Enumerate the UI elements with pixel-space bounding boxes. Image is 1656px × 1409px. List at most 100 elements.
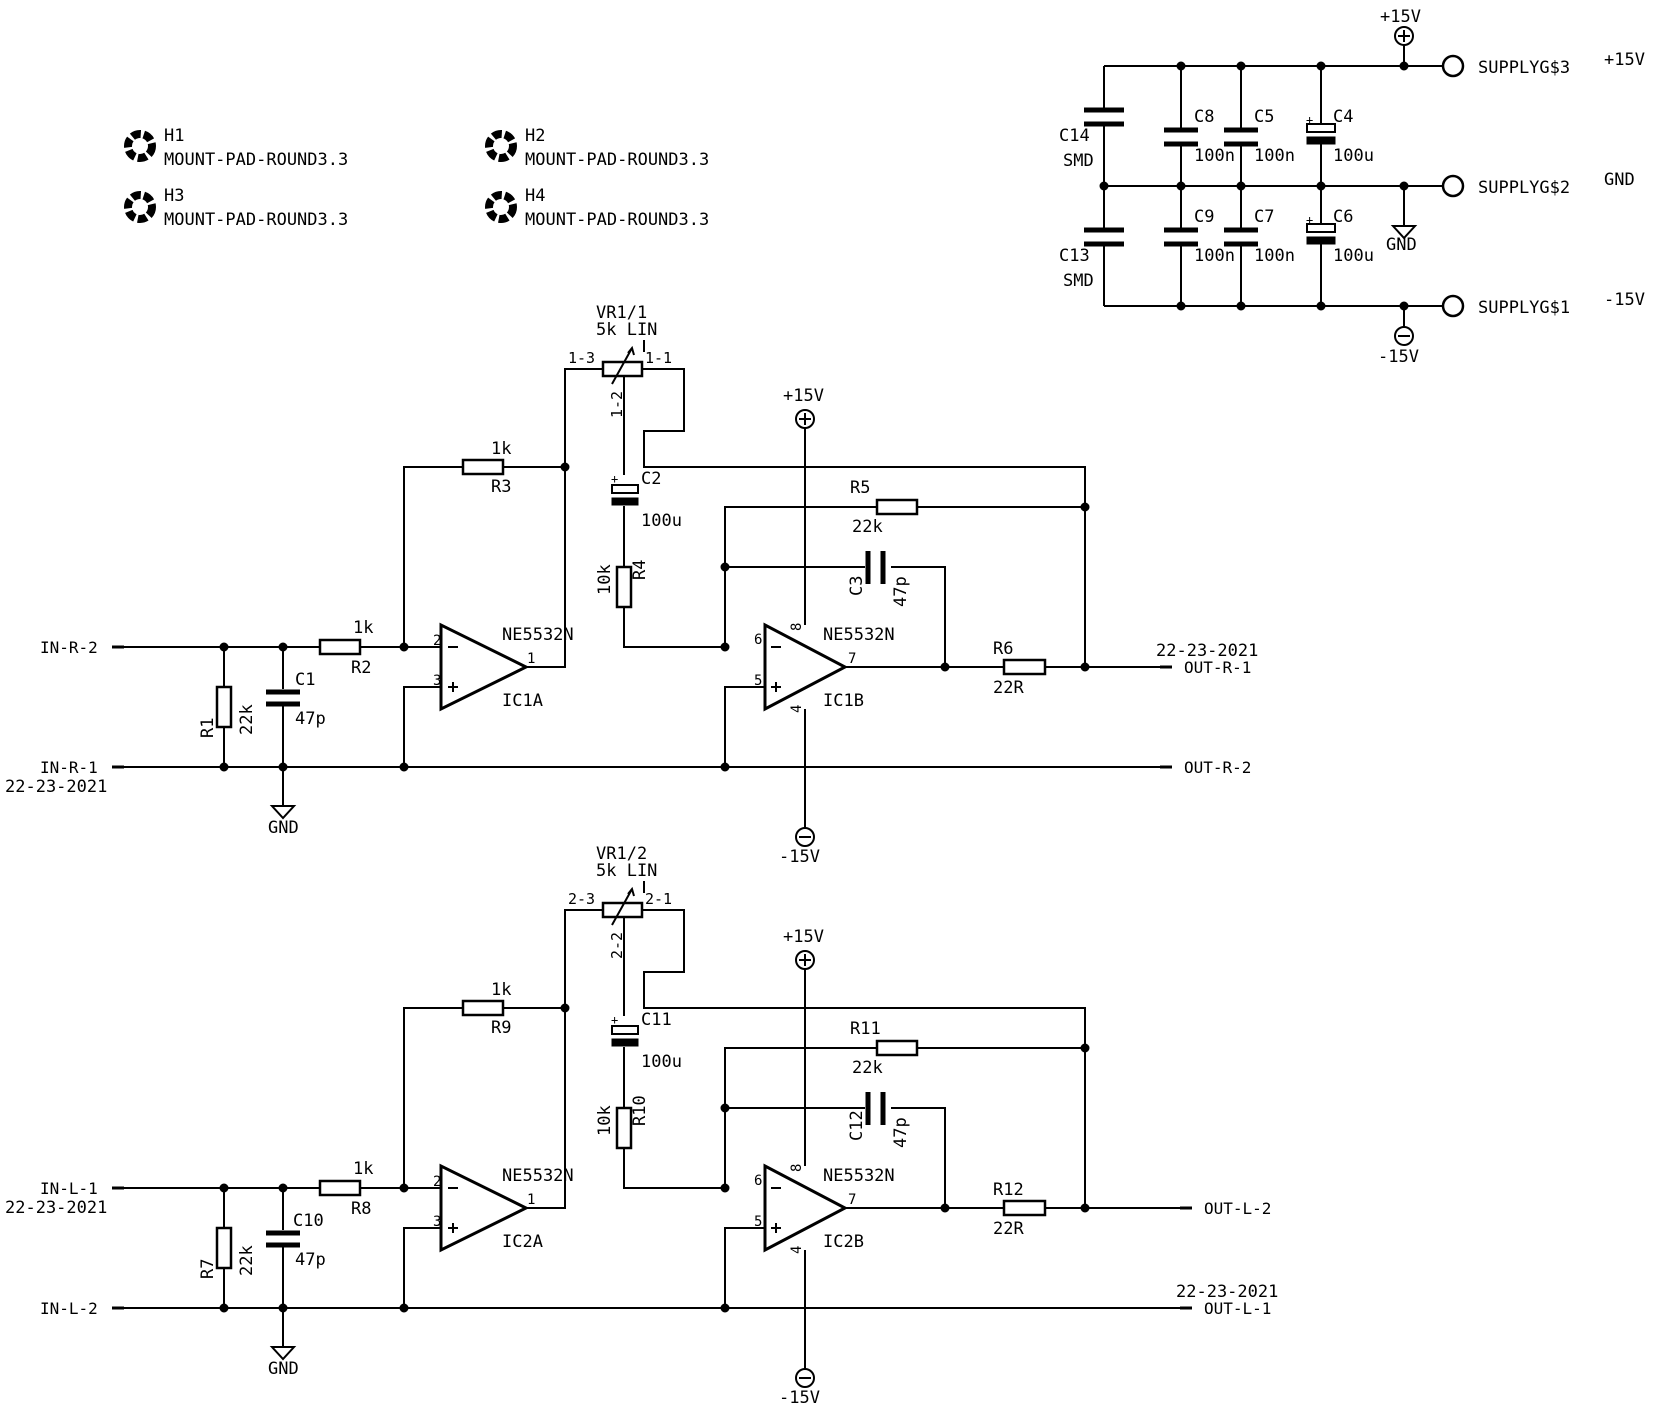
- vr-pin: 1-3: [568, 349, 595, 367]
- c13-plate: [1084, 227, 1124, 247]
- ref-label: R8: [351, 1199, 371, 1219]
- pad-value: MOUNT-PAD-ROUND3.3: [525, 210, 709, 230]
- value-label: 47p: [891, 576, 911, 607]
- value-label: 100u: [1333, 246, 1374, 266]
- junctions: [219, 1003, 1090, 1313]
- c8-plate: [1164, 127, 1198, 147]
- pin-number: 6: [754, 1173, 762, 1189]
- value-label: 1k: [353, 1159, 373, 1179]
- pin-number: 2: [433, 633, 441, 649]
- c1-plate: [266, 689, 300, 707]
- mount-pad-h2: H2 MOUNT-PAD-ROUND3.3: [485, 126, 709, 170]
- vr-ref: VR1/1: [596, 303, 647, 323]
- wire: [642, 909, 1086, 1208]
- ref-label: C12: [847, 1110, 867, 1141]
- ref-label: C1: [295, 670, 315, 690]
- value-label: 22R: [993, 1219, 1024, 1239]
- port-in-top: IN-L-1: [40, 1179, 98, 1198]
- plus-supply-icon: [795, 409, 815, 429]
- mount-pad-h3: H3 MOUNT-PAD-ROUND3.3: [124, 186, 348, 230]
- supply-label: +15V: [783, 927, 824, 947]
- wire: [724, 686, 765, 767]
- supply-gnd-label: GND: [1386, 235, 1417, 255]
- mount-pad-icon: [124, 130, 156, 162]
- pad-value: MOUNT-PAD-ROUND3.3: [164, 210, 348, 230]
- c10-plate: [266, 1230, 300, 1248]
- vr-pin: 2-2: [608, 932, 626, 959]
- c11-body: [611, 1025, 639, 1035]
- connector-supply3: [1441, 54, 1465, 78]
- supply-label: -15V: [779, 1388, 820, 1408]
- port-sheet-ref: 22-23-2021: [5, 777, 107, 797]
- supply-junctions: [1099, 61, 1409, 311]
- vr-value: 5k LIN: [596, 861, 657, 881]
- r12-body: [1002, 1199, 1047, 1217]
- junctions: [219, 462, 1090, 772]
- pad-ref: H3: [164, 186, 184, 206]
- channel-right: VR1/1 5k LIN 1-3 1-1 1-2 R3 1k C2 100u +…: [5, 303, 1258, 867]
- wire: [623, 369, 1085, 667]
- minus-supply-icon: [795, 1368, 815, 1388]
- port-in-bot: IN-R-1: [40, 758, 98, 777]
- connector-supply2: [1441, 174, 1465, 198]
- r3-body: [461, 458, 505, 476]
- pad-ref: H4: [525, 186, 545, 206]
- ref-label: R12: [993, 1180, 1024, 1200]
- connector-supply1: [1441, 294, 1465, 318]
- c4-plus-mark: +: [1306, 113, 1313, 127]
- ref-label: C14: [1059, 126, 1090, 146]
- ref-label: R11: [850, 1019, 881, 1039]
- r4-body: [615, 565, 633, 609]
- minus-supply-icon: [795, 827, 815, 847]
- value-label: SMD: [1063, 271, 1094, 291]
- opamp-part: NE5532N: [502, 1166, 574, 1186]
- port-in-bot: IN-L-2: [40, 1299, 98, 1318]
- value-label: 100u: [641, 1052, 682, 1072]
- r11-body: [875, 1039, 919, 1057]
- wire: [403, 1227, 441, 1308]
- value-label: 100n: [1254, 246, 1295, 266]
- opamp-icb: [763, 1163, 849, 1253]
- pin-number: 8: [789, 623, 805, 631]
- opamp-part: NE5532N: [502, 625, 574, 645]
- value-label: 22k: [237, 704, 257, 735]
- c2-plus-mark: +: [611, 472, 618, 486]
- r6-body: [1002, 658, 1047, 676]
- mount-pad-h1: H1 MOUNT-PAD-ROUND3.3: [124, 126, 348, 170]
- opamp-ref: IC2B: [823, 1232, 864, 1252]
- ref-label: C10: [293, 1211, 324, 1231]
- pin-number: 5: [754, 673, 762, 689]
- r5-body: [875, 498, 919, 516]
- gnd-label: GND: [268, 818, 299, 838]
- c6-plus-mark: +: [1306, 213, 1313, 227]
- value-label: 22k: [237, 1245, 257, 1276]
- vr1-body: [601, 901, 644, 919]
- value-label: 47p: [891, 1117, 911, 1148]
- port-sheet-ref: 22-23-2021: [1176, 1282, 1278, 1302]
- wire: [403, 909, 603, 1188]
- pin-number: 4: [789, 1246, 805, 1254]
- opamp-part: NE5532N: [823, 1166, 895, 1186]
- pin-number: 3: [433, 1214, 441, 1230]
- connector-net: GND: [1604, 170, 1635, 190]
- ground-icon: [269, 1346, 297, 1361]
- mount-pad-h4: H4 MOUNT-PAD-ROUND3.3: [485, 186, 709, 230]
- value-label: 22k: [852, 517, 883, 537]
- mount-pad-icon: [485, 191, 517, 223]
- value-label: SMD: [1063, 151, 1094, 171]
- ref-label: R1: [198, 718, 218, 738]
- value-label: 1k: [353, 618, 373, 638]
- c14-plate: [1084, 107, 1124, 127]
- port-out-bot: OUT-R-2: [1184, 758, 1251, 777]
- mount-pad-icon: [485, 130, 517, 162]
- r1-body: [215, 685, 233, 729]
- pad-value: MOUNT-PAD-ROUND3.3: [525, 150, 709, 170]
- pin-number: 7: [848, 651, 856, 667]
- wire: [623, 910, 1085, 1208]
- ref-label: R7: [198, 1259, 218, 1279]
- pin-number: 6: [754, 632, 762, 648]
- connector-label: SUPPLYG$3: [1478, 58, 1570, 78]
- connector-net: -15V: [1604, 290, 1645, 310]
- pin-number: 4: [789, 705, 805, 713]
- channel-left: VR1/2 5k LIN 2-3 2-1 2-2 R9 1k C11 100u …: [5, 844, 1278, 1408]
